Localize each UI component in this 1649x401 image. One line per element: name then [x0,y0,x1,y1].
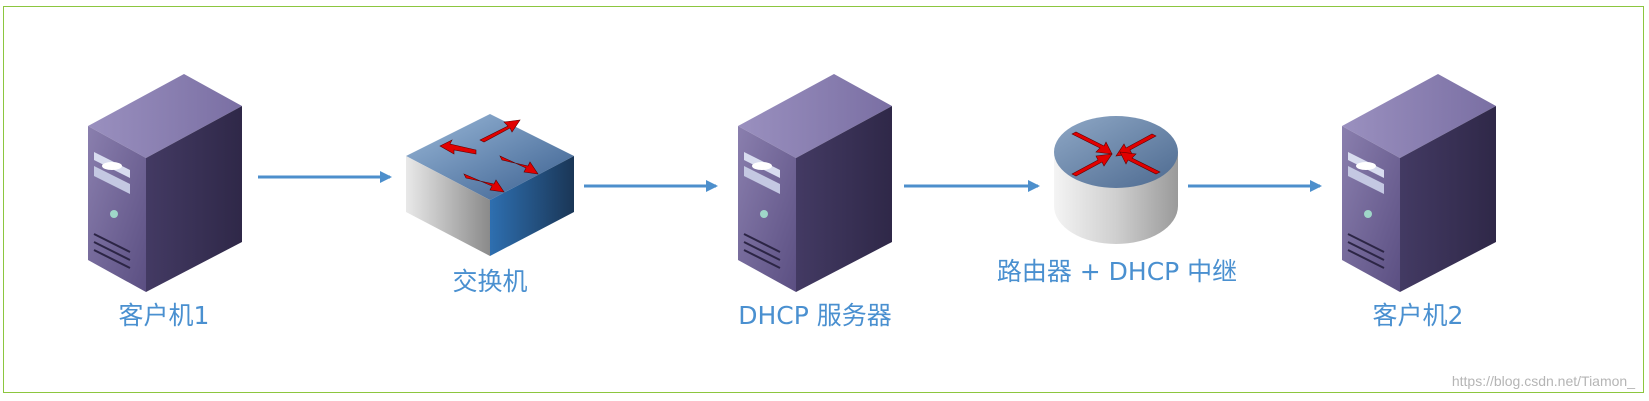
client2-label: 客户机2 [1372,301,1464,330]
server-tower-icon [88,74,242,292]
dhcp-server-label: DHCP 服务器 [738,301,892,330]
diagram-frame [3,6,1644,393]
router-label: 路由器 + DHCP 中继 [996,257,1238,286]
watermark-text: https://blog.csdn.net/Tiamon_ [1451,373,1635,389]
router-icon [1054,116,1178,244]
switch-icon [406,114,574,256]
switch-label: 交换机 [452,267,528,296]
server-tower-icon [1342,74,1496,292]
client1-label: 客户机1 [118,301,210,330]
server-tower-icon [738,74,892,292]
